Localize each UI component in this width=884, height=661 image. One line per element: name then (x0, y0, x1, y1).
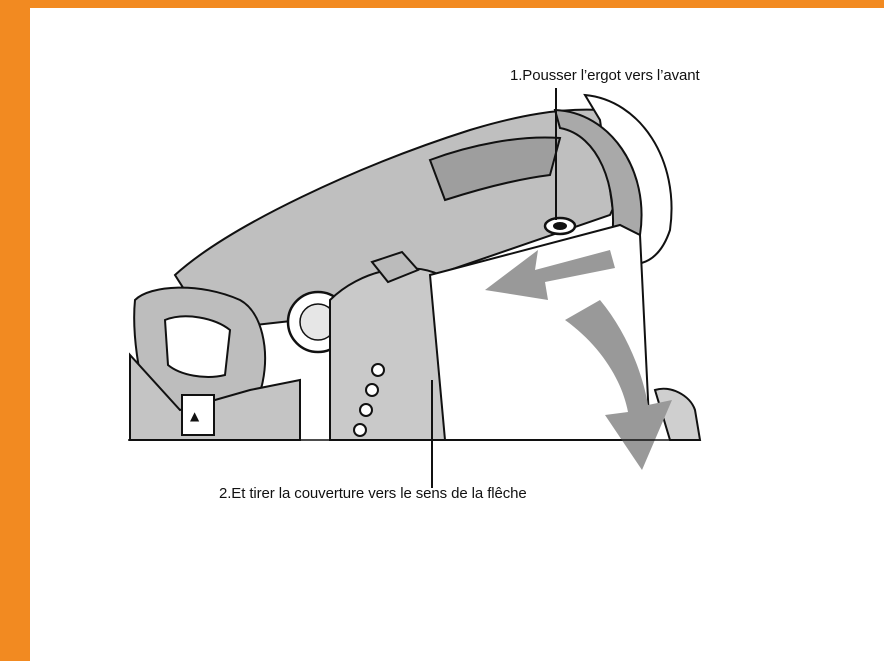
side-button-1 (371, 363, 385, 377)
latch-tab-inner (553, 222, 567, 230)
lcd-cover-panel (428, 223, 652, 441)
viewfinder-window (163, 315, 232, 378)
pull-arrow (565, 300, 672, 470)
battery-slot (181, 394, 215, 436)
zoom-lever (370, 250, 420, 284)
callout-step-2: 2.Et tirer la couverture vers le sens de… (219, 485, 527, 502)
side-button-4 (353, 423, 367, 437)
callout-step-1: 1.Pousser l’ergot vers l’avant (510, 67, 700, 84)
side-button-2 (365, 383, 379, 397)
push-arrow (485, 250, 615, 300)
eject-icon: ▲ (190, 409, 200, 423)
side-button-3 (359, 403, 373, 417)
orange-frame-top (0, 0, 884, 8)
orange-frame-left (0, 0, 30, 661)
